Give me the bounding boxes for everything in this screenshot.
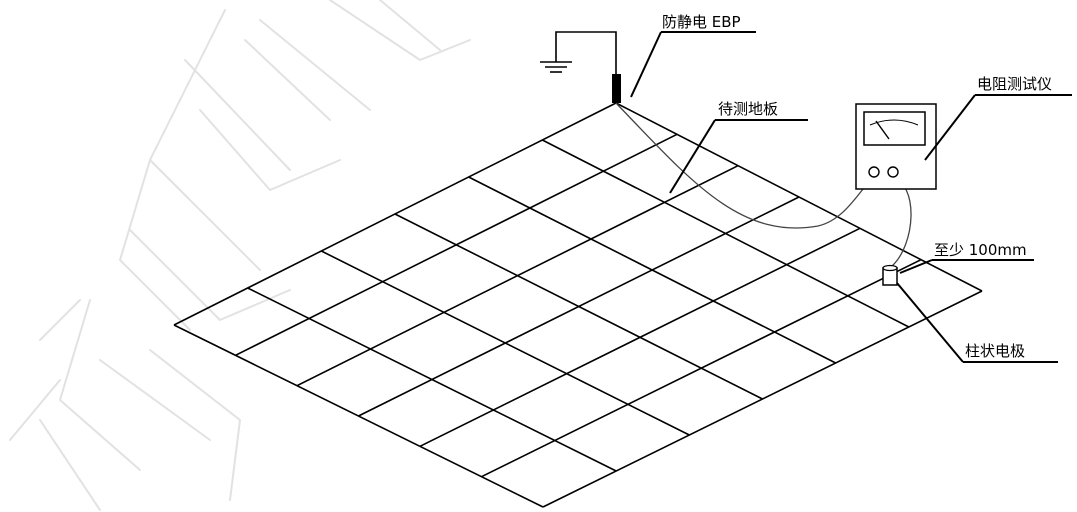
probe-electrode-icon: [882, 264, 898, 286]
grid-line: [542, 290, 983, 508]
min-distance-label: 至少 100mm: [934, 241, 1027, 259]
grid-line: [481, 258, 922, 478]
ebp-label: 防静电 EBP: [662, 13, 741, 31]
ebp-electrode: [612, 74, 621, 103]
probe-electrode-label: 柱状电极: [965, 342, 1025, 360]
resistance-meter-icon: [855, 103, 937, 190]
ground-icon: [540, 31, 617, 80]
grid-line: [419, 227, 861, 448]
floor-under-test-label: 待测地板: [718, 100, 778, 118]
watermark: [9, 0, 471, 511]
grid-line: [247, 287, 617, 472]
grid-line: [173, 324, 544, 508]
floor-grid: [173, 102, 983, 508]
resistance-meter-label: 电阻测试仪: [977, 75, 1052, 93]
test-wire-to-ebp: [615, 102, 875, 229]
